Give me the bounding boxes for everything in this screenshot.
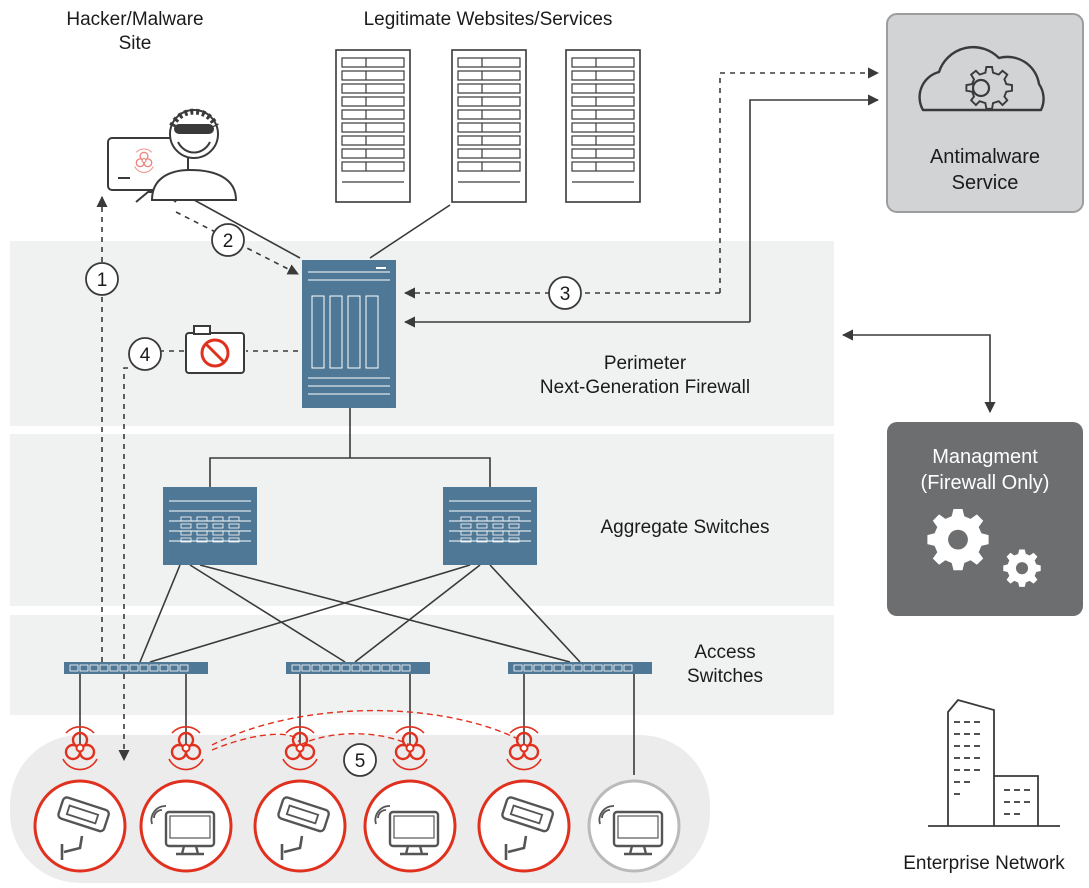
step-4-circle bbox=[128, 337, 162, 371]
hacker-site-line-2: Site bbox=[118, 33, 152, 54]
firewall-line-2: Next-Generation Firewall bbox=[539, 377, 751, 398]
monitor-icon bbox=[363, 779, 457, 873]
step-4-label: 4 bbox=[140, 345, 151, 366]
monitor-icon bbox=[139, 779, 233, 873]
management-label: Managment (Firewall Only) bbox=[887, 444, 1083, 496]
legit-sites-label: Legitimate Websites/Services bbox=[363, 9, 613, 30]
firewall-icon bbox=[302, 260, 396, 408]
aggregate-switches-label: Aggregate Switches bbox=[600, 517, 770, 538]
hacker-site-label: Hacker/Malware Site bbox=[60, 8, 210, 56]
security-camera-icon bbox=[33, 779, 127, 873]
step-5-label: 5 bbox=[355, 751, 366, 772]
step-1-label: 1 bbox=[97, 270, 108, 291]
endpoint-devices bbox=[33, 725, 681, 873]
lateral-infection-paths bbox=[211, 709, 521, 751]
step-2-circle bbox=[211, 223, 245, 257]
switch-icon bbox=[508, 662, 652, 674]
monitor-icon bbox=[587, 779, 681, 873]
flow-arrows bbox=[96, 67, 996, 762]
antimalware-line-1: Antimalware bbox=[929, 146, 1041, 168]
step-markers bbox=[85, 223, 582, 777]
access-switches-label: Access Switches bbox=[660, 641, 790, 689]
access-line-1: Access bbox=[694, 642, 756, 663]
aggregate-band bbox=[10, 434, 834, 606]
step-5-circle bbox=[343, 743, 377, 777]
step-3-label: 3 bbox=[560, 284, 571, 305]
antimalware-service-label: Antimalware Service bbox=[887, 144, 1083, 196]
cloud-gear-icon bbox=[918, 45, 1045, 112]
switch-icon bbox=[163, 487, 537, 565]
security-camera-icon bbox=[253, 779, 347, 873]
switch-icon bbox=[163, 487, 257, 565]
switch-icon bbox=[286, 662, 430, 674]
firewall-label: Perimeter Next-Generation Firewall bbox=[500, 352, 790, 400]
switch-icon bbox=[443, 487, 537, 565]
switch-icon bbox=[64, 662, 208, 674]
antimalware-line-2: Service bbox=[951, 172, 1019, 194]
step-3-circle bbox=[548, 276, 582, 310]
management-line-1: Managment bbox=[932, 446, 1038, 468]
server-rack-icon bbox=[335, 49, 641, 203]
access-line-2: Switches bbox=[686, 666, 764, 687]
step-2-label: 2 bbox=[223, 231, 234, 252]
antimalware-service-box bbox=[886, 13, 1084, 213]
step-1-circle bbox=[85, 262, 119, 296]
enterprise-network-label: Enterprise Network bbox=[903, 853, 1065, 874]
perimeter-band bbox=[10, 241, 834, 426]
switch-icon bbox=[64, 662, 652, 674]
firewall-line-1: Perimeter bbox=[603, 353, 687, 374]
hacker-icon bbox=[107, 108, 238, 203]
security-camera-icon bbox=[477, 779, 571, 873]
camera-block-icon bbox=[185, 325, 245, 374]
hacker-site-line-1: Hacker/Malware bbox=[66, 9, 204, 30]
building-icon bbox=[928, 698, 1060, 827]
management-line-2: (Firewall Only) bbox=[920, 472, 1050, 494]
